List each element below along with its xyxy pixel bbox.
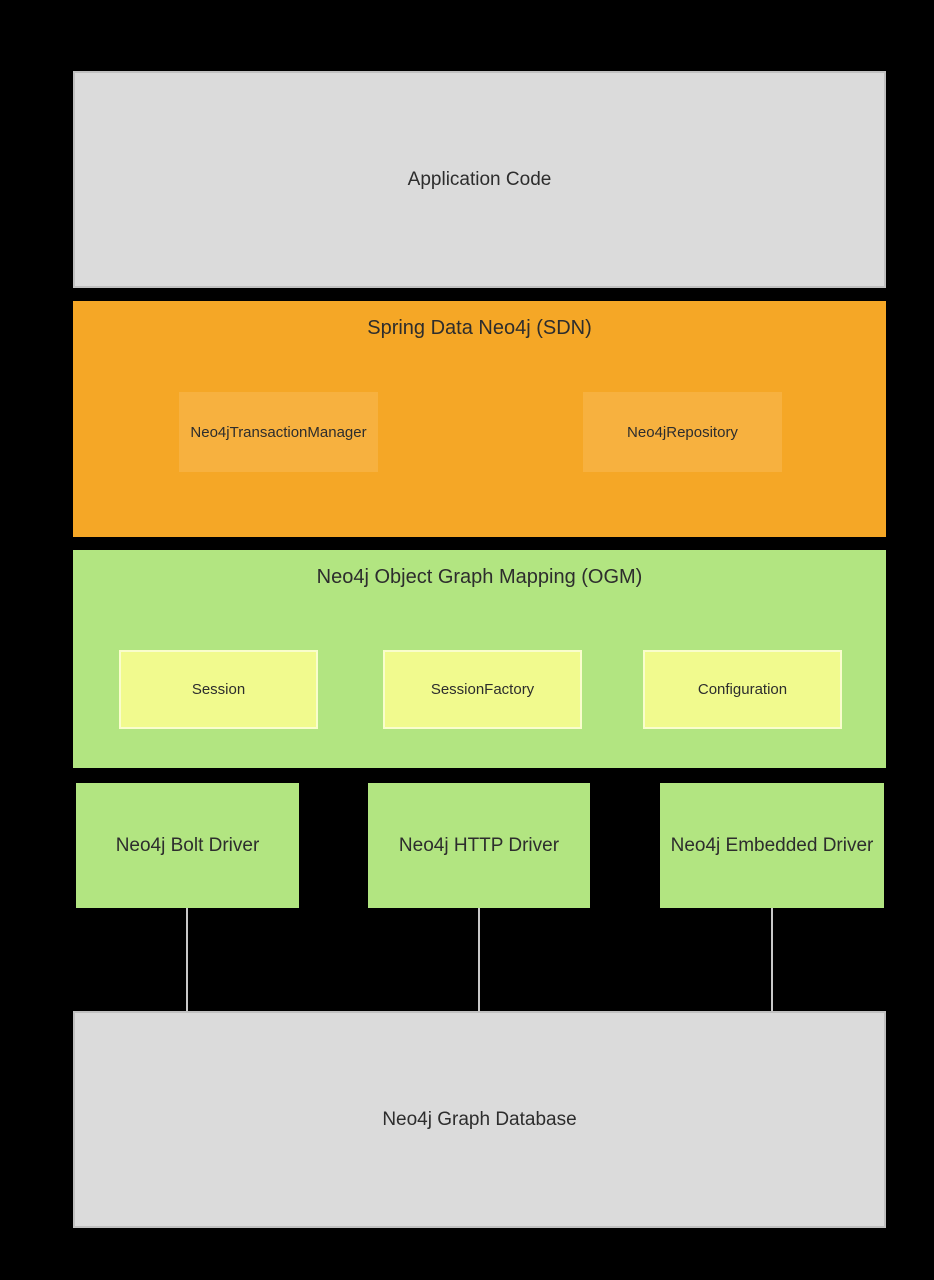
application-code-label: Application Code (407, 168, 552, 190)
neo4j-graph-database-box: Neo4j Graph Database (73, 1011, 886, 1228)
spring-data-neo4j-title: Spring Data Neo4j (SDN) (367, 317, 592, 339)
neo4j-repository-box: Neo4jRepository (583, 392, 782, 472)
neo4j-transaction-manager-label: Neo4jTransactionManager (190, 423, 367, 441)
neo4j-http-driver-box: Neo4j HTTP Driver (368, 783, 590, 908)
session-factory-box: SessionFactory (383, 650, 582, 729)
neo4j-ogm-title: Neo4j Object Graph Mapping (OGM) (316, 566, 643, 588)
neo4j-bolt-driver-label: Neo4j Bolt Driver (115, 834, 260, 856)
spring-data-neo4j-box: Spring Data Neo4j (SDN) Neo4jTransaction… (73, 301, 886, 537)
application-code-box: Application Code (73, 71, 886, 288)
neo4j-graph-database-label: Neo4j Graph Database (382, 1108, 577, 1130)
neo4j-transaction-manager-box: Neo4jTransactionManager (179, 392, 378, 472)
session-factory-label: SessionFactory (430, 681, 535, 698)
neo4j-bolt-driver-box: Neo4j Bolt Driver (76, 783, 299, 908)
session-label: Session (191, 681, 246, 698)
neo4j-embedded-driver-box: Neo4j Embedded Driver (660, 783, 884, 908)
neo4j-embedded-driver-label: Neo4j Embedded Driver (670, 834, 874, 856)
neo4j-http-driver-label: Neo4j HTTP Driver (398, 834, 560, 856)
neo4j-ogm-box: Neo4j Object Graph Mapping (OGM) Session… (73, 550, 886, 768)
configuration-label: Configuration (697, 681, 788, 698)
neo4j-repository-label: Neo4jRepository (627, 423, 738, 441)
session-box: Session (119, 650, 318, 729)
embedded-driver-connector-line (771, 908, 773, 1011)
http-driver-connector-line (478, 908, 480, 1011)
configuration-box: Configuration (643, 650, 842, 729)
bolt-driver-connector-line (186, 908, 188, 1011)
